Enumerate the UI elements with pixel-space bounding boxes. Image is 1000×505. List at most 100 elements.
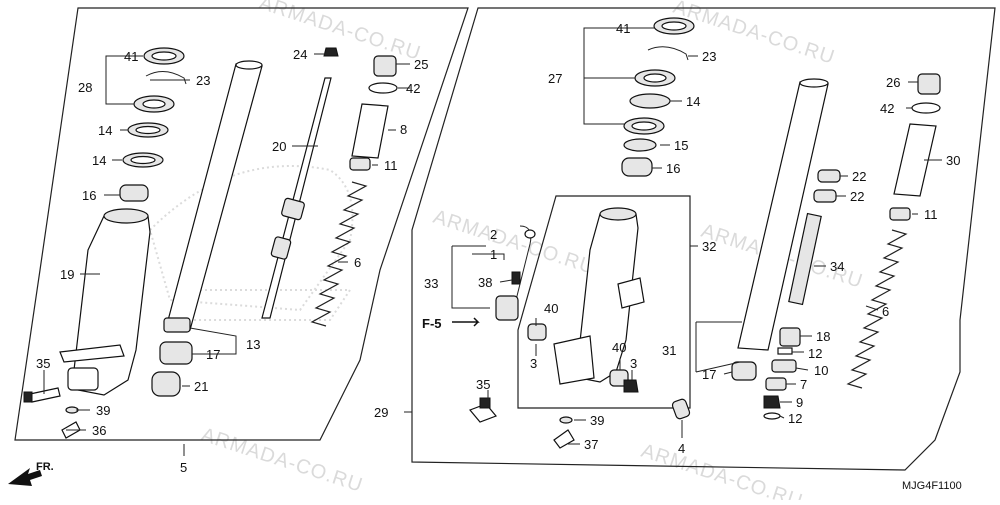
fork-spring-shape (846, 229, 908, 389)
callout-label: 14 (98, 123, 112, 138)
oil-lock-piece-shape (151, 371, 181, 397)
reference-arrow-icon (452, 317, 480, 327)
caliper-mount-shape (59, 344, 125, 363)
callout-label: 30 (946, 153, 960, 168)
adjuster-body-shape (495, 295, 519, 321)
stopper-ring-shape (777, 347, 793, 355)
spring-seat-shape (349, 157, 371, 171)
lock-nut-shape (323, 47, 339, 57)
callout-label: 2 (490, 227, 497, 242)
callout-label: 11 (924, 207, 938, 222)
callout-label: 9 (796, 395, 803, 410)
washer-inner-shape (130, 155, 156, 165)
front-arrow-icon (8, 468, 42, 486)
socket-bolt-shape (29, 387, 61, 403)
callout-label: 12 (808, 346, 822, 361)
back-up-ring-inner-shape (135, 125, 161, 135)
fork-bolt-shape (373, 55, 397, 77)
axle-clamp-shape (67, 367, 99, 391)
callout-label: 16 (82, 188, 96, 203)
callout-label: 40 (544, 301, 558, 316)
callout-label: 38 (478, 275, 492, 290)
diagram-code: MJG4F1100 (902, 480, 962, 492)
callout-label: 39 (96, 403, 110, 418)
adjuster-screw-shape (524, 229, 536, 239)
spring-collar-shape (351, 103, 389, 159)
callout-label: 23 (702, 49, 716, 64)
callout-label: 22 (850, 189, 864, 204)
valve-shape (765, 377, 787, 391)
oil-seal-inner-shape (142, 99, 166, 109)
socket-bolt-head-shape (479, 397, 491, 409)
callout-label: 18 (816, 329, 830, 344)
left-leader-lines (43, 53, 410, 456)
callout-label: 10 (814, 363, 828, 378)
callout-label: 1 (490, 247, 497, 262)
bottom-case-box (517, 195, 691, 409)
callout-label: 3 (530, 356, 537, 371)
left-assembly (14, 7, 469, 441)
callout-label: 11 (384, 158, 398, 173)
piston-shape (771, 359, 797, 373)
fork-pipe-top-shape (235, 60, 263, 70)
fork-pipe-top-shape (799, 78, 829, 88)
callout-label: 17 (206, 347, 220, 362)
damper-rod-shape (261, 77, 332, 319)
callout-label: 21 (194, 379, 208, 394)
callout-label: 7 (800, 377, 807, 392)
callout-label: 23 (196, 73, 210, 88)
spring-collar-shape (893, 123, 937, 197)
fork-pipe-shape (165, 63, 263, 331)
right-leader-lines (404, 27, 942, 445)
front-direction-indicator: FR. (8, 461, 54, 486)
left-callouts: 41 28 23 14 14 16 19 35 39 36 24 20 25 4… (36, 47, 428, 475)
watermark: ARMADA-CO.RU (670, 0, 837, 69)
spring-seat-shape (889, 207, 911, 221)
callout-label: 19 (60, 267, 74, 282)
callout-label: 14 (92, 153, 106, 168)
callout-label: 32 (702, 239, 716, 254)
circlip-shape (763, 412, 781, 420)
guide-bushing-shape (623, 138, 657, 152)
watermark: ARMADA-CO.RU (638, 440, 805, 500)
callout-label: 27 (548, 71, 562, 86)
callout-label: 6 (354, 255, 361, 270)
callout-label: 37 (584, 437, 598, 452)
callout-label: 41 (124, 49, 138, 64)
sealing-washer-shape (559, 416, 573, 424)
fork-slider-top-shape (103, 208, 149, 224)
watermark: ARMADA-CO.RU (430, 206, 597, 279)
axle-holder-shape (553, 335, 595, 385)
callout-label: 17 (702, 367, 716, 382)
o-ring-shape (368, 82, 398, 94)
stopper-ring-shape (145, 71, 187, 85)
callout-label: 12 (788, 411, 802, 426)
callout-label: 14 (686, 94, 700, 109)
spring-seat-shape (817, 169, 841, 183)
left-group-outline (14, 7, 469, 441)
right-callouts: 41 23 27 14 15 16 2 1 33 38 40 3 35 39 3… (374, 21, 960, 456)
callout-label: 28 (78, 80, 92, 95)
callout-label: 35 (476, 377, 490, 392)
dust-seal-inner-shape (661, 21, 687, 31)
slider-bushing-shape (119, 184, 149, 202)
oil-seal-inner-shape (643, 73, 667, 83)
callout-label: 24 (293, 47, 307, 62)
callout-label: 4 (678, 441, 685, 456)
callout-label: 15 (674, 138, 688, 153)
watermark: ARMADA-CO.RU (198, 424, 365, 497)
socket-bolt-head-shape (23, 391, 33, 403)
callout-label: 42 (880, 101, 894, 116)
callout-label: 25 (414, 57, 428, 72)
caliper-bracket-shape (617, 277, 645, 309)
dust-seal-inner-shape (151, 51, 177, 61)
o-ring-shape (911, 102, 941, 114)
callout-label: 40 (612, 340, 626, 355)
bottom-case-shape (577, 213, 639, 383)
slider-bushing-shape (621, 157, 653, 177)
callout-label: 31 (662, 343, 676, 358)
callout-label: 33 (424, 276, 438, 291)
damper-rod-shape (788, 212, 822, 306)
